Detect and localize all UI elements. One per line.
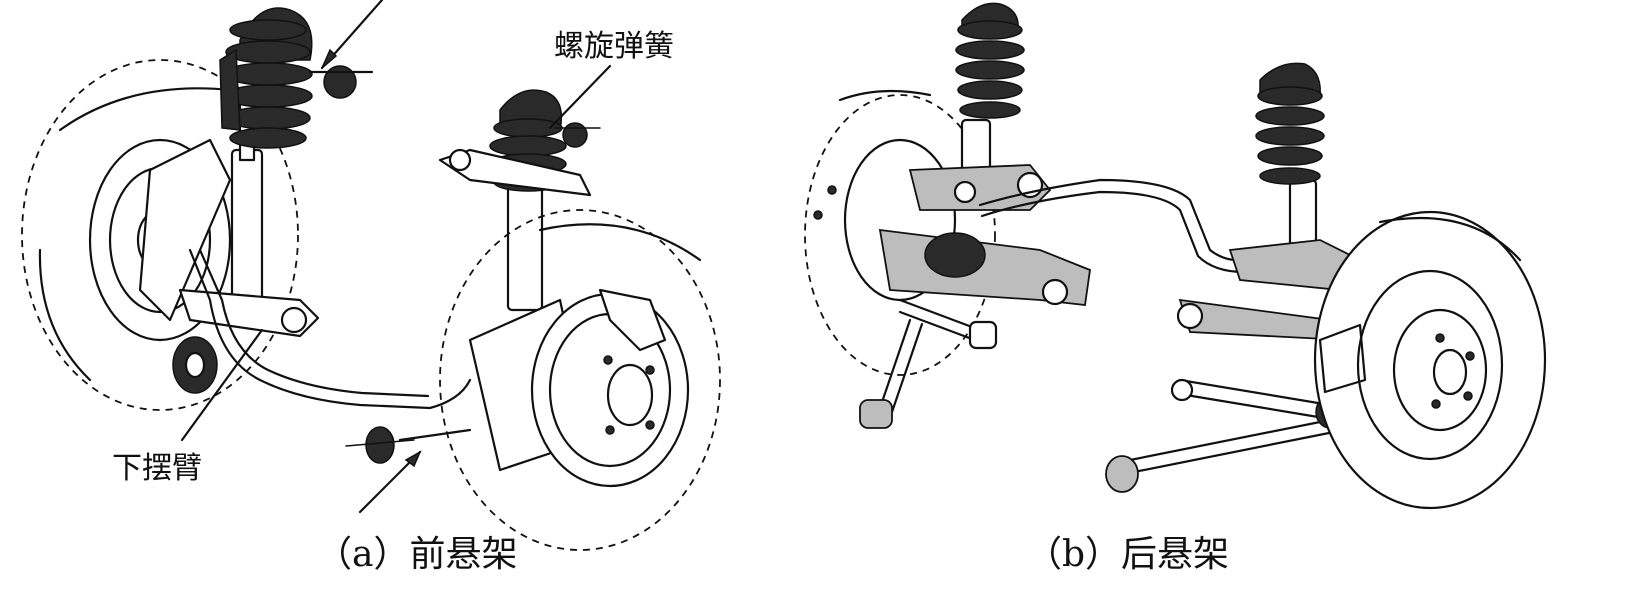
front-right-strut (438, 89, 601, 312)
rear-right-brake-disc (1313, 210, 1547, 510)
front-anti-roll-bar (188, 248, 472, 410)
front-left-strut (219, 7, 374, 302)
front-tie-rod (345, 426, 472, 464)
front-suspension-caption: （a）前悬架 (316, 534, 517, 575)
coil-spring-leader (548, 64, 612, 130)
rear-left-strut (908, 2, 1052, 211)
front-suspension-illustration (21, 7, 721, 551)
rear-suspension-illustration (804, 2, 1547, 510)
front-left-coil-spring (223, 19, 313, 149)
front-left-knuckle-arm (138, 138, 320, 394)
coil-spring-label: 螺旋弹簧 (554, 29, 674, 64)
rear-left-arms (859, 228, 1091, 429)
rear-anti-roll-bar (978, 178, 1247, 262)
rear-right-strut (1228, 62, 1362, 291)
front-right-brake-disc (439, 209, 721, 551)
rear-right-arms (1105, 298, 1347, 493)
lower-arm-label: 下摆臂 (112, 451, 202, 486)
rear-right-coil-spring (1255, 86, 1325, 185)
lower-arm-leader (180, 328, 264, 442)
rear-left-coil-spring (955, 20, 1025, 119)
rear-suspension-caption: （b）后悬架 (1026, 534, 1229, 575)
